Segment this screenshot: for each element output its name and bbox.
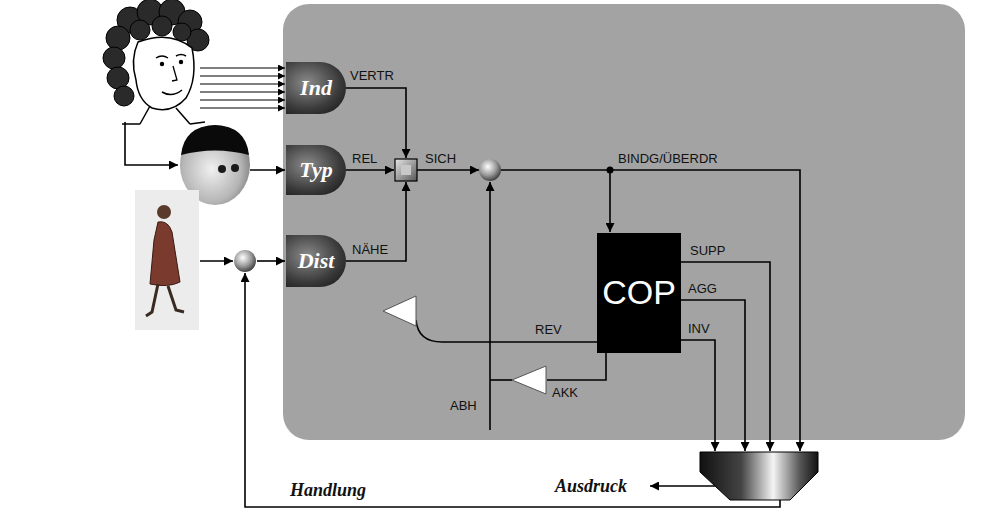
signal-label: SICH [425, 151, 456, 166]
drawing-part [176, 55, 186, 57]
drawing-part [103, 47, 125, 69]
drawing-part [181, 125, 249, 155]
drawing-part [681, 300, 745, 451]
drawing-part [152, 16, 172, 36]
drawing-part [417, 169, 479, 171]
signal-label: NÄHE [352, 242, 388, 257]
drawing-part [146, 284, 184, 316]
drawing-part [125, 122, 178, 165]
output-label: Handlung [290, 480, 366, 500]
junction-dot [607, 167, 614, 174]
drawing-part [130, 20, 150, 40]
drawing-part [135, 190, 199, 330]
process-box: COP [597, 233, 681, 353]
drawing-part [162, 90, 182, 95]
signal-label: AGG [688, 281, 717, 296]
node-label: COP [602, 274, 676, 311]
signal-label: AKK [552, 385, 578, 400]
face-illustration [103, 0, 209, 124]
summing-junction [234, 250, 256, 272]
drawing-part [231, 164, 239, 172]
drawing-part [156, 56, 168, 58]
drawing-part [395, 159, 417, 181]
drawing-part [114, 86, 134, 106]
detector-shape: Typ [286, 145, 346, 195]
drawing-part [346, 182, 406, 261]
person-illustration [135, 190, 199, 330]
signal-label: SUPP [690, 243, 725, 258]
drawing-part [490, 379, 512, 381]
drawing-part [547, 353, 606, 380]
amplifier-triangle [383, 296, 416, 326]
drawing-part [122, 106, 205, 124]
drawing-part [106, 26, 130, 50]
drawing-part [200, 107, 285, 108]
drawing-part [346, 88, 406, 158]
output-label: Ausdruck [555, 476, 627, 496]
signal-label: INV [688, 321, 710, 336]
drawing-part [150, 222, 180, 286]
drawing-part [250, 169, 285, 171]
drawing-part [133, 37, 194, 109]
signal-label: VERTR [350, 68, 394, 83]
node-label: Dist [298, 249, 335, 273]
drawing-part [681, 340, 715, 451]
drawing-part [650, 485, 715, 487]
drawing-part [200, 83, 285, 84]
signal-label: REL [352, 151, 377, 166]
drawing-part [172, 66, 177, 81]
output-funnel [700, 452, 818, 500]
drawing-part [173, 23, 191, 41]
detector-shape: Ind [286, 62, 346, 114]
drawing-part [681, 262, 770, 451]
summing-junction [479, 159, 501, 181]
drawing-part [160, 62, 164, 66]
system-panel [283, 4, 965, 440]
drawing-part [200, 260, 233, 262]
drawing-part [200, 99, 285, 100]
drawing-part [416, 320, 597, 342]
drawing-part [609, 170, 611, 232]
drawing-part [489, 182, 491, 430]
signal-wires [125, 88, 800, 507]
node-label: Typ [299, 158, 332, 182]
drawing-part [501, 170, 800, 451]
drawing-part [218, 165, 226, 173]
drawing-part [157, 205, 171, 219]
drawing-part [257, 260, 285, 262]
drawing-part [200, 91, 285, 92]
signal-label: BINDG/ÜBERDR [618, 151, 718, 166]
drawing-part [401, 165, 411, 175]
detector-shape: Dist [286, 235, 346, 287]
signal-label: REV [535, 322, 562, 337]
amplifier-triangle [512, 366, 546, 394]
signal-label: ABH [450, 398, 477, 413]
multiplier-junction [395, 159, 417, 181]
node-label: Ind [300, 76, 332, 100]
drawing-part [346, 169, 394, 171]
drawing-part [179, 60, 183, 64]
face-to-ind-wires [200, 68, 285, 108]
drawing-part [200, 67, 285, 68]
drawing-part [200, 75, 285, 76]
